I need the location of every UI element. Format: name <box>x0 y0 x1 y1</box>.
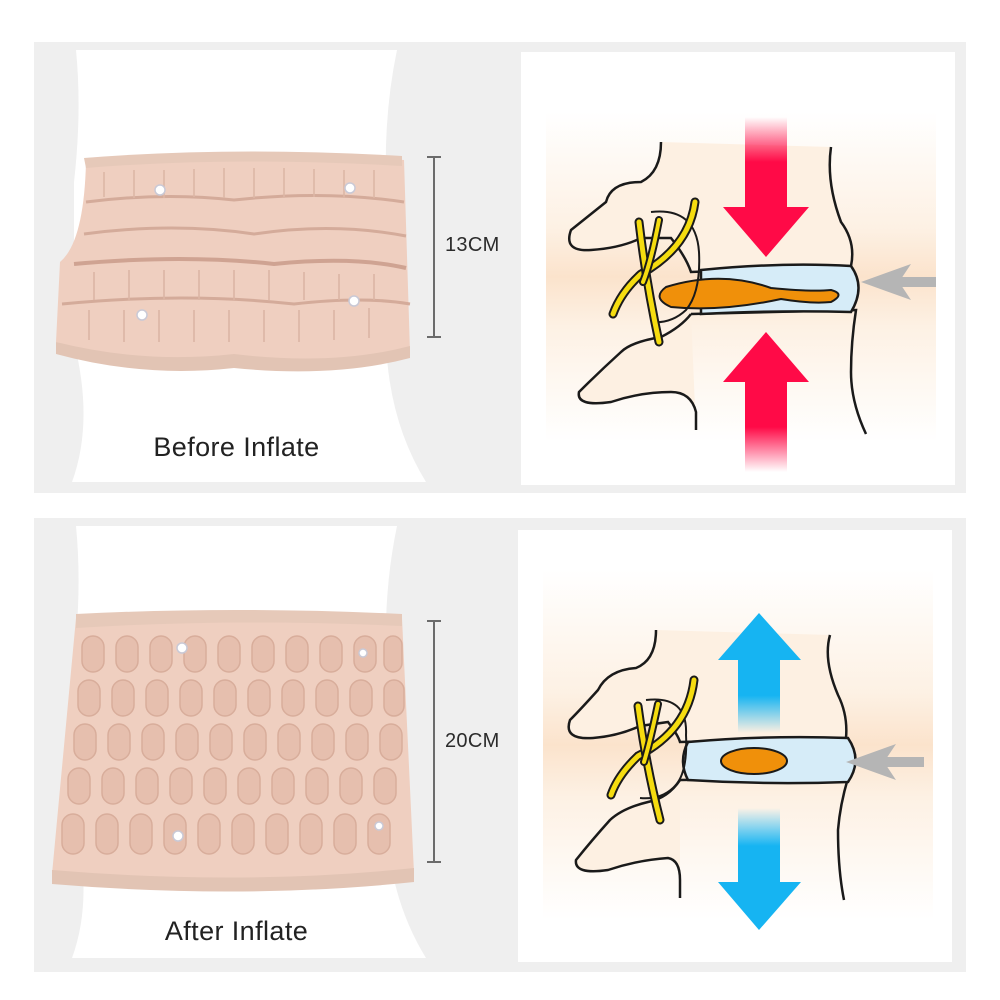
torso-silhouette <box>52 526 426 958</box>
disc-nucleus <box>720 747 788 775</box>
before-inflate-caption: Before Inflate <box>153 432 320 462</box>
disc-pointer-arrow-icon <box>846 744 924 780</box>
snap-button <box>176 642 188 654</box>
height-measure-label: 13CM <box>445 234 500 256</box>
snap-button <box>374 821 384 831</box>
belt-photo-after: 20CM After Inflate <box>34 518 499 972</box>
after-inflate-panel: 20CM After Inflate <box>34 518 966 972</box>
snap-button <box>348 295 360 307</box>
snap-button <box>358 648 368 658</box>
before-inflate-panel: 13CM Before Inflate <box>34 42 966 493</box>
disc-pointer-arrow-icon <box>861 264 936 300</box>
spine-diagram-decompressed <box>518 530 952 962</box>
inflated-belt <box>52 610 414 892</box>
after-inflate-caption: After Inflate <box>164 916 309 946</box>
height-measure-label: 20CM <box>445 730 500 752</box>
snap-button <box>136 309 148 321</box>
expansion-arrow-up-icon <box>718 613 801 733</box>
compression-arrow-down-icon <box>723 117 809 257</box>
expansion-arrow-down-icon <box>718 808 801 930</box>
nerve-bundle <box>608 197 700 347</box>
snap-button <box>344 182 356 194</box>
spine-diagram-compressed <box>521 52 955 485</box>
compression-arrow-up-icon <box>723 332 809 472</box>
snap-button <box>172 830 184 842</box>
belt-photo-before: 13CM Before Inflate <box>34 42 499 493</box>
snap-button <box>154 184 166 196</box>
deflated-belt <box>56 151 411 372</box>
nerve-bundle <box>606 675 699 825</box>
torso-silhouette <box>56 50 426 482</box>
